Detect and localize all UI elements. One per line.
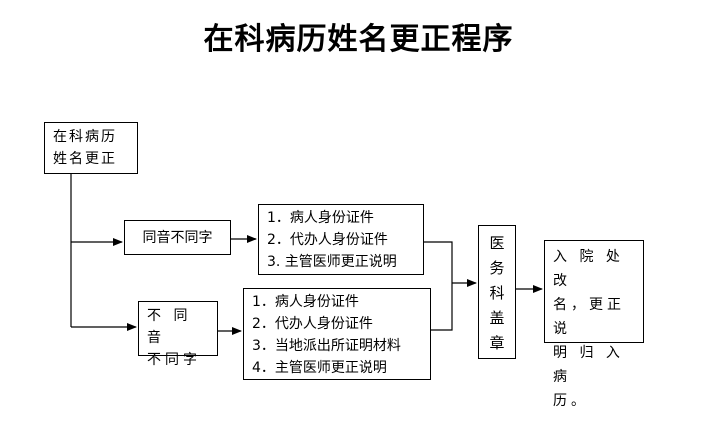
list-item: 1．病人身份证件 (267, 210, 374, 226)
final-line-2: 名，更正说 (553, 297, 625, 337)
final-step-box: 入 院 处 改 名，更正说 明 归 入 病 历。 (544, 240, 644, 409)
connector-list-same-merge (424, 241, 453, 283)
diff-sound-box: 不 同 音 不同字 (138, 301, 218, 368)
start-box: 在科病历 姓名更正 (44, 122, 138, 174)
final-line-3: 明 归 入 病 (553, 345, 624, 385)
final-line-4: 历。 (553, 393, 589, 409)
list-item: 1．病人身份证件 (252, 294, 359, 310)
same-sound-box: 同音不同字 (124, 220, 231, 255)
list-item: 3．当地派出所证明材料 (252, 338, 401, 354)
diff-sound-line-2: 不同字 (147, 352, 201, 368)
start-line-2: 姓名更正 (53, 151, 117, 167)
list-item: 2．代办人身份证件 (252, 316, 373, 332)
list-item: 2．代办人身份证件 (267, 232, 388, 248)
medical-affairs-stamp-box: 医 务 科 盖 章 (478, 225, 516, 359)
required-docs-same-sound: 1．病人身份证件 2．代办人身份证件 3. 主管医师更正说明 (258, 204, 424, 275)
stamp-char: 医 (489, 234, 505, 252)
diff-sound-line-1: 不 同 音 (147, 308, 192, 346)
stamp-char: 务 (489, 259, 505, 277)
list-item: 3. 主管医师更正说明 (267, 254, 397, 270)
stamp-char: 盖 (489, 309, 505, 327)
start-line-1: 在科病历 (53, 129, 117, 145)
connector-list-diff-merge (431, 283, 453, 331)
stamp-char: 科 (489, 284, 505, 302)
stamp-char: 章 (489, 334, 505, 352)
page-title: 在科病历姓名更正程序 (203, 22, 514, 57)
list-item: 4．主管医师更正说明 (252, 360, 387, 376)
same-sound-label: 同音不同字 (142, 229, 213, 246)
final-line-1: 入 院 处 改 (553, 249, 624, 289)
required-docs-diff-sound: 1．病人身份证件 2．代办人身份证件 3．当地派出所证明材料 4．主管医师更正说… (243, 288, 431, 380)
